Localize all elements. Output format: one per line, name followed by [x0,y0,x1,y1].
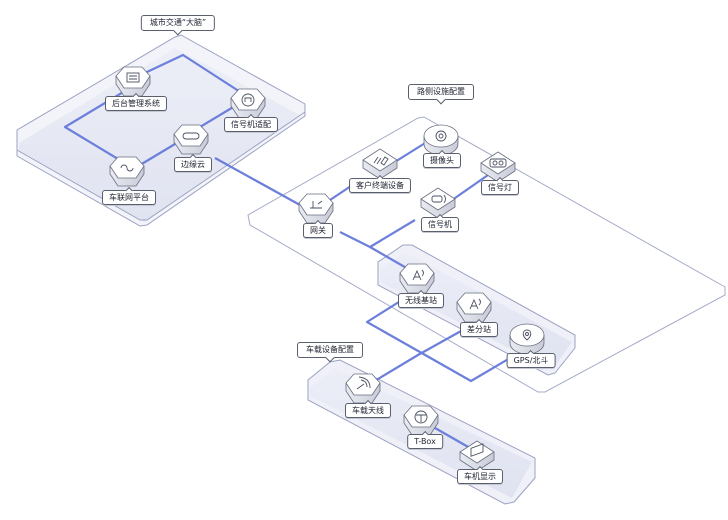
link-edgecloud-gateway [214,157,301,206]
brain-platform [16,34,306,227]
node-top [399,263,435,286]
node-label-backend[interactable]: 后台管理系统 [105,96,167,111]
link-tbox-display [434,427,471,449]
link-chain-icon [120,164,134,172]
node-label-base-station[interactable]: 无线基站 [398,293,444,308]
link-backend-signaladapter [129,53,249,98]
node-label-gps[interactable]: GPS/北斗 [506,353,556,368]
node-tbox[interactable] [403,405,439,436]
node-top [459,440,495,464]
node-label-v2x-platform[interactable]: 车联网平台 [102,190,156,205]
node-label-tbox[interactable]: T-Box [407,434,443,449]
node-top [298,193,334,216]
node-label-diff-station[interactable]: 差分站 [460,322,498,337]
node-traffic-light[interactable] [480,151,516,183]
signal-controller-icon [431,194,446,204]
node-edge-cloud[interactable] [173,124,209,155]
node-label-camera[interactable]: 摄像头 [423,153,461,168]
node-gps[interactable] [509,323,545,355]
node-gateway[interactable] [298,193,334,224]
group-label-vehicle: 车载设备配置 [297,342,363,358]
node-top [456,292,492,315]
node-top [423,124,459,148]
node-label-signal-controller[interactable]: 信号机 [421,217,459,232]
antenna-tower-icon [469,298,481,310]
terminal-device-icon [373,156,389,166]
node-label-customer-terminal[interactable]: 客户终端设备 [349,178,411,193]
node-label-gateway[interactable]: 网关 [303,223,333,238]
node-vehicle-antenna[interactable] [345,373,381,404]
node-signal-adapter[interactable] [230,88,266,119]
node-camera[interactable] [423,124,459,156]
link-gateway-basestation [369,246,411,271]
camera-icon [435,130,447,142]
node-customer-terminal[interactable] [362,148,398,180]
display-grid-icon [470,443,484,457]
location-pin-icon [522,329,532,341]
node-diff-station[interactable] [456,292,492,323]
antenna-tower-icon [412,269,424,281]
node-top [115,66,151,89]
node-top [509,323,545,347]
node-label-vehicle-antenna[interactable]: 车载天线 [345,403,391,418]
node-top [420,187,456,211]
group-label-roadside: 路侧设施配置 [408,84,474,100]
gateway-icon [310,200,323,209]
traffic-light-icon [489,158,507,168]
node-v2x-platform[interactable] [109,156,145,187]
node-label-traffic-light[interactable]: 信号灯 [481,180,519,195]
wifi-signal-icon [356,376,371,390]
link-base-gps [365,294,511,383]
node-top [173,124,209,147]
node-top [480,151,516,175]
node-label-car-display[interactable]: 车机显示 [457,469,503,484]
node-backend[interactable] [115,66,151,97]
tbox-icon [414,410,428,424]
server-rack-icon [126,72,140,83]
edge-cloud-icon [182,132,200,140]
node-signal-controller[interactable] [420,187,456,219]
link-diff-antenna [367,325,471,386]
node-label-edge-cloud[interactable]: 边缘云 [174,157,212,172]
signal-adapter-icon [241,93,255,107]
node-car-display[interactable] [459,440,495,472]
group-label-brain: 城市交通“大脑” [140,15,216,31]
node-label-signal-adapter[interactable]: 信号机适配 [224,117,278,132]
node-top [230,88,266,111]
node-base-station[interactable] [399,263,435,294]
